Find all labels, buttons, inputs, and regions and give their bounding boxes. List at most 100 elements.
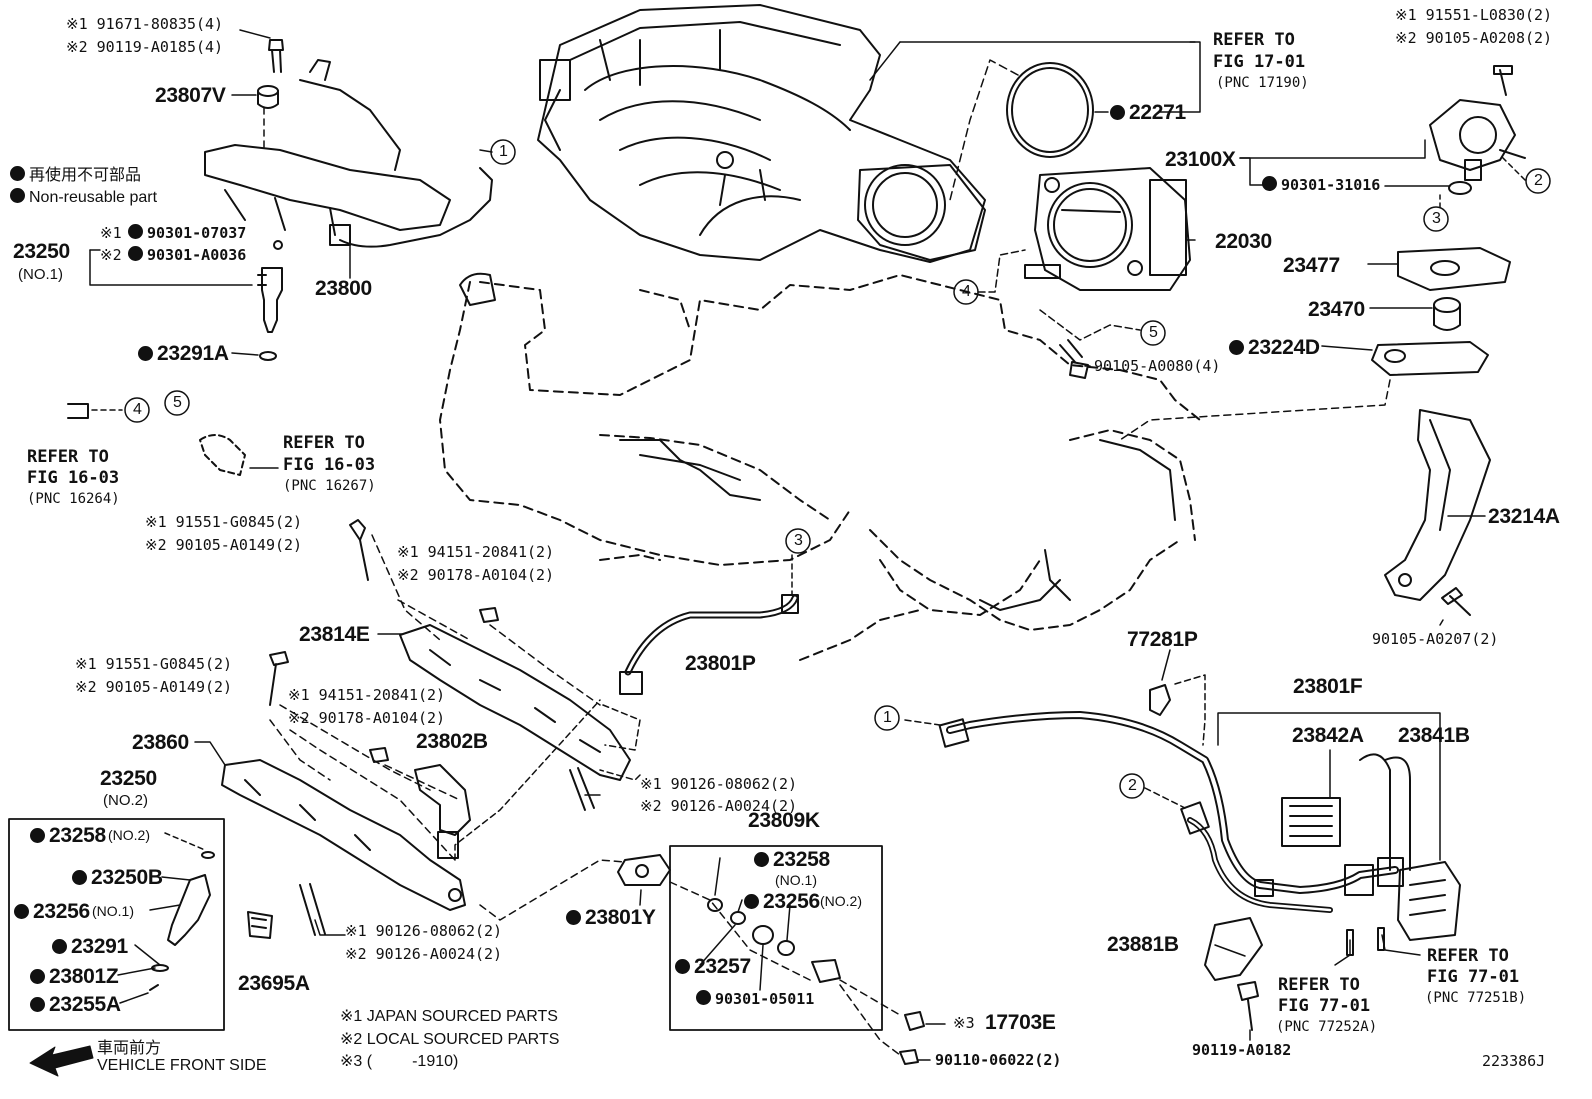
label-23801p: 23801P — [685, 652, 756, 675]
label-23258-no2-suffix: (NO.2) — [108, 827, 150, 843]
legend-nonreusable-jp: 再使用不可部品 — [10, 161, 141, 185]
label-bolt-br: 90119-A0182 — [1192, 1041, 1292, 1059]
label-bolt-tb: 90105-A0080(4) — [1094, 357, 1221, 375]
label-23841b: 23841B — [1398, 724, 1470, 747]
label-refer-16267-a: REFER TO — [283, 433, 365, 453]
callout-2: 2 — [1128, 777, 1137, 794]
injector-no2-box — [8, 818, 225, 1031]
label-23809k: 23809K — [748, 809, 820, 832]
insulator-23477-drawing — [1397, 247, 1511, 291]
label-nut-mid-1: ※1 94151-20841(2) — [397, 543, 555, 561]
label-23250-no2: 23250 — [100, 767, 157, 790]
label-17703e-mark: ※3 — [953, 1014, 975, 1032]
footnote-local-sourced: ※2 LOCAL SOURCED PARTS — [340, 1031, 560, 1048]
label-bolt-bottom: 90110-06022(2) — [935, 1051, 1062, 1069]
fuel-rail-23860-drawing — [221, 759, 466, 911]
label-23258-no2: 23258 — [30, 824, 106, 848]
label-23255a: 23255A — [30, 993, 121, 1017]
bolt-top-left — [268, 39, 284, 73]
callout-1: 1 — [883, 709, 892, 726]
label-23470: 23470 — [1308, 298, 1365, 321]
pipe-23801p-drawing — [619, 594, 799, 695]
label-23256-no1: 23256 — [14, 900, 90, 924]
hose-5-drawing — [199, 434, 246, 476]
label-bolt-low-1: ※1 91551-G0845(2) — [75, 655, 233, 673]
direction-label-jp: 車両前方 — [97, 1040, 162, 1057]
gasket-22271-drawing — [1006, 62, 1094, 158]
bracket-23881b-drawing — [1204, 917, 1263, 981]
connector-23841b-drawing — [1397, 861, 1461, 941]
label-stud-mid-1: ※1 90126-08062(2) — [640, 775, 798, 793]
label-23801f: 23801F — [1293, 675, 1363, 698]
callout-4: 4 — [133, 401, 142, 418]
label-23250-no2-suffix: (NO.2) — [103, 792, 148, 809]
label-23695a: 23695A — [238, 972, 310, 995]
callout-5: 5 — [1149, 324, 1158, 341]
label-17703e: 17703E — [985, 1011, 1056, 1034]
legend-nonreusable-en: Non-reusable part — [10, 188, 157, 207]
label-23814e: 23814E — [299, 623, 370, 646]
label-23258-no1: 23258 — [754, 848, 830, 872]
fuel-rail-23814e-drawing — [349, 519, 631, 781]
cushion-23807v — [257, 85, 279, 109]
label-oring-b: 90301-05011 — [696, 990, 814, 1008]
label-refer-17190-b: FIG 17-01 — [1213, 52, 1306, 72]
label-23256-no2-suffix: (NO.2) — [820, 893, 862, 909]
label-23250-no1-suffix: (NO.1) — [18, 266, 63, 283]
hose-4-drawing — [67, 403, 89, 419]
label-23801z: 23801Z — [30, 965, 119, 989]
label-refer-77252a-b: FIG 77-01 — [1278, 996, 1371, 1016]
label-23256-no1-suffix: (NO.1) — [92, 903, 134, 919]
label-stud-low-2: ※2 90126-A0024(2) — [345, 945, 503, 963]
label-bolt-tr-1: ※1 91551-L0830(2) — [1395, 6, 1553, 24]
oring-90301-31016 — [1448, 181, 1472, 195]
label-23250-no1: 23250 — [13, 240, 70, 263]
label-oring-pump: 90301-31016 — [1262, 176, 1380, 194]
label-23881b: 23881B — [1107, 933, 1179, 956]
label-oring-2: 90301-A0036 — [128, 246, 246, 264]
label-refer-16264-c: (PNC 16264) — [27, 491, 120, 507]
label-stud-mid-2: ※2 90126-A0024(2) — [640, 797, 798, 815]
label-refer-77252a-a: REFER TO — [1278, 975, 1360, 995]
label-nut-mid-2: ※2 90178-A0104(2) — [397, 566, 555, 584]
label-23807v: 23807V — [155, 84, 226, 107]
fuel-pump-drawing — [1429, 65, 1526, 181]
engine-outline-drawing — [439, 274, 1201, 661]
label-23291a: 23291A — [138, 342, 229, 366]
label-refer-77252a-c: (PNC 77252A) — [1276, 1019, 1378, 1035]
label-23477: 23477 — [1283, 254, 1340, 277]
label-refer-16267-c: (PNC 16267) — [283, 478, 376, 494]
label-23842a: 23842A — [1292, 724, 1364, 747]
fuel-rail-23800-drawing — [204, 59, 493, 248]
label-bolt-mid-2: ※2 90105-A0149(2) — [145, 536, 303, 554]
kit-23809k-drawing — [707, 898, 841, 983]
label-refer-77251b-b: FIG 77-01 — [1427, 967, 1520, 987]
label-bolt-low-2: ※2 90105-A0149(2) — [75, 678, 233, 696]
label-23258-no1-suffix: (NO.1) — [775, 872, 817, 888]
label-refer-16264-a: REFER TO — [27, 447, 109, 467]
gasket-23224d-drawing — [1371, 341, 1489, 376]
label-23256-no2: 23256 — [744, 890, 820, 914]
label-23291: 23291 — [52, 935, 128, 959]
label-bolt-mid-1: ※1 91551-G0845(2) — [145, 513, 303, 531]
label-stud-low-1: ※1 90126-08062(2) — [345, 922, 503, 940]
label-refer-17190-c: (PNC 17190) — [1216, 75, 1309, 91]
label-oring-1: 90301-07037 — [128, 224, 246, 242]
label-bolt-top-left-1: ※1 91671-80835(4) — [66, 15, 224, 33]
label-refer-17190-a: REFER TO — [1213, 30, 1295, 50]
footnote-japan-sourced: ※1 JAPAN SOURCED PARTS — [340, 1008, 558, 1025]
callout-1: 1 — [499, 143, 508, 160]
clip-23695a-drawing — [247, 911, 273, 939]
callout-circles — [124, 139, 1551, 799]
label-22030: 22030 — [1215, 230, 1272, 253]
label-nut-low-1: ※1 94151-20841(2) — [288, 686, 446, 704]
throttle-body-drawing — [1024, 167, 1191, 291]
callout-4: 4 — [962, 283, 971, 300]
hose-23802b-drawing — [414, 764, 471, 859]
wire-harness-drawing — [938, 711, 1411, 913]
label-oring-1-mark: ※1 — [100, 224, 122, 242]
lifter-23470-drawing — [1433, 297, 1461, 331]
label-23214a: 23214A — [1488, 505, 1560, 528]
injector-no1-drawing — [257, 240, 283, 361]
